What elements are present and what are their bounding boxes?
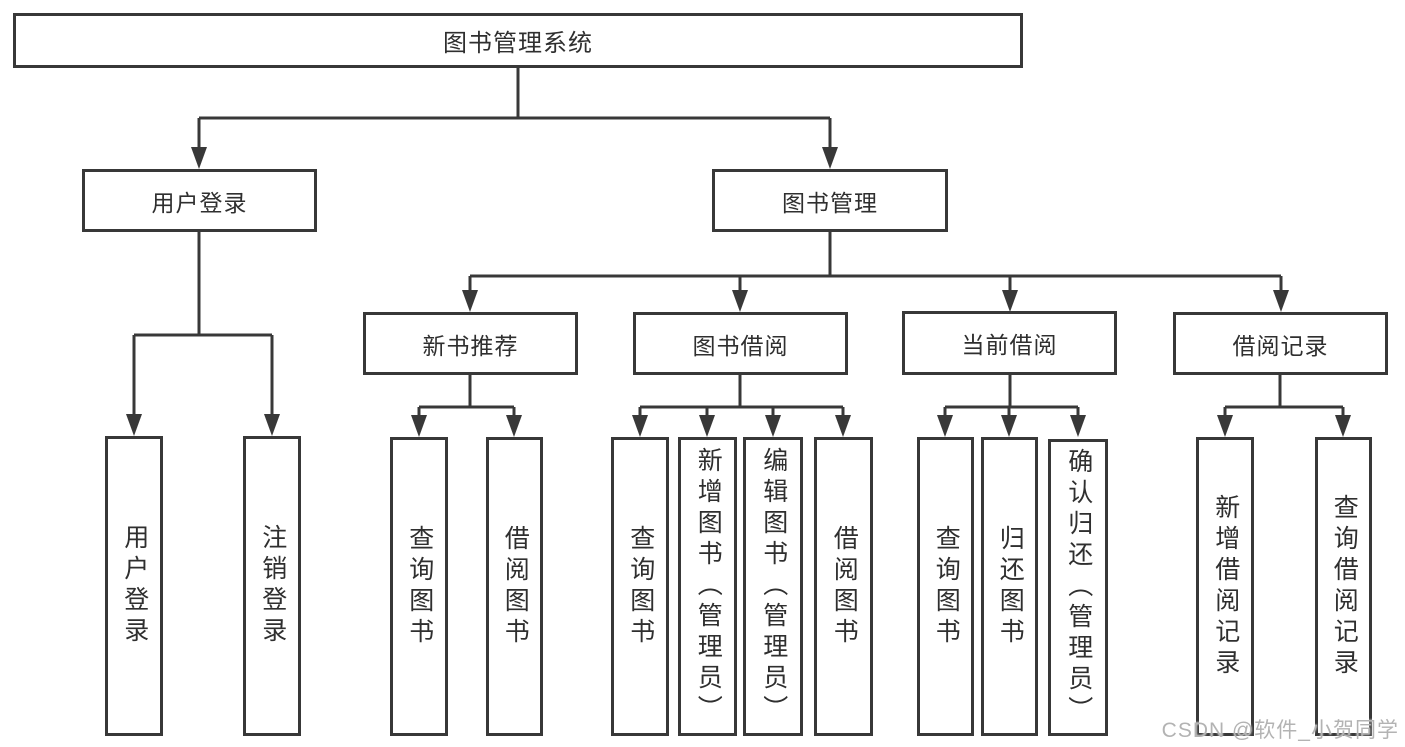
node-user-login: 用户登录 <box>82 169 317 232</box>
arrowhead-icon <box>1070 415 1086 437</box>
leaf-query-book-recommend: 查询图书 <box>390 437 448 736</box>
connector-borrow-records <box>1217 375 1351 437</box>
leaf-borrow-book-recommend: 借阅图书 <box>486 437 543 736</box>
node-book-management: 图书管理 <box>712 169 948 232</box>
arrowhead-icon <box>1002 290 1018 312</box>
connector-root <box>191 68 838 169</box>
arrowhead-icon <box>732 290 748 312</box>
connector-current-borrow <box>937 375 1086 437</box>
leaf-query-book-borrow: 查询图书 <box>611 437 669 736</box>
arrowhead-icon <box>765 415 781 437</box>
arrowhead-icon <box>937 415 953 437</box>
leaf-user-login: 用户登录 <box>105 436 163 736</box>
leaf-return-book: 归还图书 <box>981 437 1038 736</box>
arrowhead-icon <box>1335 415 1351 437</box>
arrowhead-icon <box>1001 415 1017 437</box>
connector-new-book-recommend <box>411 375 522 437</box>
arrowhead-icon <box>1273 290 1289 312</box>
leaf-edit-book-admin: 编辑图书（管理员） <box>743 437 803 736</box>
leaf-query-borrow-record: 查询借阅记录 <box>1315 437 1372 736</box>
leaf-logout: 注销登录 <box>243 436 301 736</box>
node-borrow-records: 借阅记录 <box>1173 312 1388 375</box>
arrowhead-icon <box>1217 415 1233 437</box>
leaf-add-book-admin: 新增图书（管理员） <box>678 437 737 736</box>
csdn-watermark: CSDN @软件_小贺同学 <box>1161 719 1399 742</box>
arrowhead-icon <box>126 414 142 436</box>
leaf-confirm-return-admin: 确认归还（管理员） <box>1048 439 1108 736</box>
connector-book-borrow <box>632 375 851 437</box>
node-current-borrow: 当前借阅 <box>902 311 1117 375</box>
arrowhead-icon <box>462 290 478 312</box>
arrowhead-icon <box>411 415 427 437</box>
arrowhead-icon <box>506 415 522 437</box>
arrowhead-icon <box>632 415 648 437</box>
node-library-system: 图书管理系统 <box>13 13 1023 68</box>
leaf-query-book-current: 查询图书 <box>917 437 974 736</box>
node-new-book-recommend: 新书推荐 <box>363 312 578 375</box>
arrowhead-icon <box>191 147 207 169</box>
arrowhead-icon <box>835 415 851 437</box>
leaf-add-borrow-record: 新增借阅记录 <box>1196 437 1254 736</box>
node-book-borrow: 图书借阅 <box>633 312 848 375</box>
arrowhead-icon <box>822 147 838 169</box>
leaf-borrow-book: 借阅图书 <box>814 437 873 736</box>
connector-book-management <box>462 232 1289 312</box>
connector-user-login <box>126 232 280 436</box>
arrowhead-icon <box>699 415 715 437</box>
arrowhead-icon <box>264 414 280 436</box>
